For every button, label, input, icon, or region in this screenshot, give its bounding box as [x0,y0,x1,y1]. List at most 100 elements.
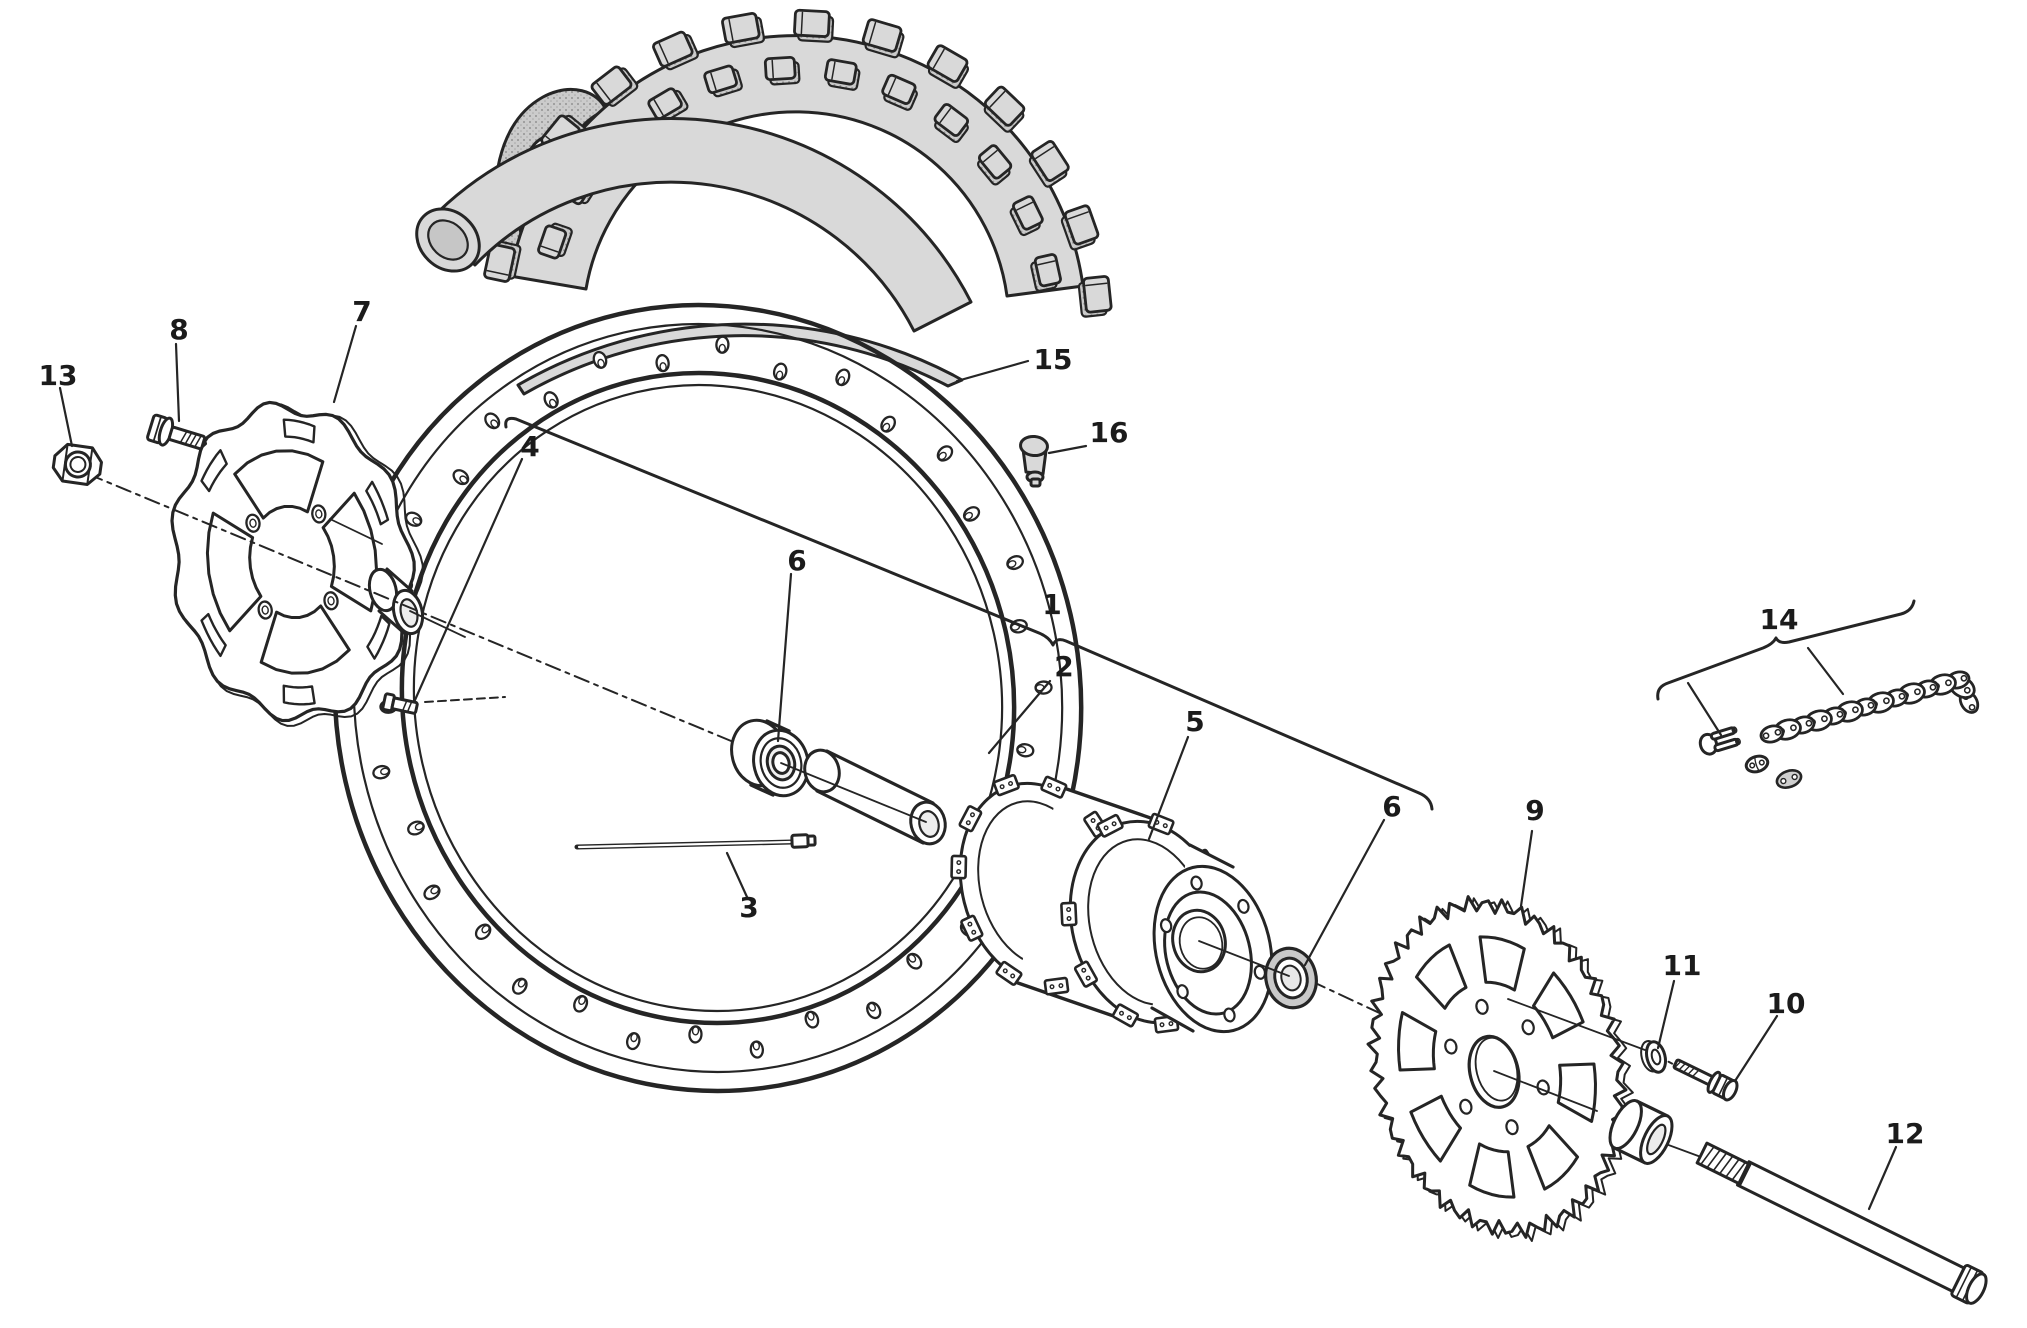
disc-bolt-hole [311,504,327,524]
sprocket-bolt-hole [1459,1098,1473,1115]
spacer-tube [803,748,947,846]
cutout [205,511,263,633]
callout-2: 2 [1054,650,1073,683]
ref-line [1493,1070,1598,1112]
hub-face-hole [1176,984,1189,1000]
tire-knob [1030,253,1062,292]
hub-seal [1264,946,1318,1010]
tube-body [427,117,973,333]
callout-6-right: 6 [1382,790,1401,823]
hub-face-hole [1190,875,1203,891]
bracket-wheel-assembly [504,416,1434,811]
rim-plug [1019,434,1049,488]
hub-face-hole [1223,1007,1236,1023]
disc-bolt-hole [257,600,273,620]
callout-11: 11 [1663,949,1702,982]
ref-line [409,610,466,638]
chain-master-link-plate [1775,769,1803,789]
center-axis [87,473,749,749]
callout-15: 15 [1034,343,1073,376]
tube-opening [427,219,469,261]
callout-1: 1 [1042,588,1061,621]
rear-axle [1695,1141,1988,1305]
cutout [282,684,316,706]
tire-knob [703,64,743,98]
hub-spoke-tab [960,914,984,942]
hub-spoke-tab [1111,1003,1140,1028]
ref-line [780,762,927,823]
hub-spoke-tab [950,854,968,880]
tire-knob [1009,195,1044,237]
sprocket-bolt-hole [1521,1019,1535,1036]
disc-bolt [146,413,208,451]
cutout [1409,1094,1463,1163]
axle-nut [51,442,103,486]
disc-bolt-hole [245,513,261,533]
hub-spoke-tab [1073,960,1099,988]
callout-9: 9 [1525,794,1544,827]
drive-chain [1759,670,1980,744]
ref-line [329,518,383,545]
hub-face-hole [1237,898,1250,914]
tire-knob [483,240,522,283]
leader-lines [58,324,1898,1211]
inner-tube [415,117,973,333]
tire [483,8,1113,318]
spoke-nipple [381,692,419,715]
cutout [1397,1011,1438,1072]
rim-band [516,322,964,396]
callouts: 1 2 3 4 5 6 6 7 8 9 10 11 12 13 14 15 16 [39,295,1925,1150]
tire-knob [926,44,970,89]
tire-knob [881,73,918,111]
hub [950,773,1274,1034]
cutout [1526,1124,1580,1191]
wheel-bearing [730,718,810,798]
cutout [282,418,316,444]
chain-master-link-pins [1698,726,1741,756]
hub-spoke-tab [995,960,1023,986]
tire-knob [823,58,861,91]
cutout [259,604,351,675]
ref-line [1198,940,1290,977]
cutout [1468,1142,1516,1199]
chain-link [1759,724,1785,744]
sprocket-bolt-hole [1444,1038,1458,1055]
brake-disc [170,400,424,727]
tire-knob [1028,140,1070,188]
callout-7: 7 [352,295,371,328]
hub-spoke-tab [958,805,983,833]
sprocket-bolt [1672,1058,1739,1102]
tire-knob [647,87,689,123]
callout-6-left: 6 [787,544,806,577]
tire-knob [933,103,969,144]
sprocket-bolt-hole [1505,1119,1519,1136]
tire-knob [652,30,699,71]
callout-14: 14 [1760,603,1799,636]
cutout [200,449,228,493]
nipple-guide-line [424,696,506,703]
cutout [233,449,325,520]
disc-bolt-hole [323,591,339,611]
callout-8: 8 [169,313,188,346]
chain-master-link-clip [1744,754,1770,774]
hub-spoke-tab [1040,775,1068,799]
cutout [1478,935,1526,992]
tire-knob [1060,204,1100,251]
tire-knob [1077,275,1113,318]
disc-outline [170,400,416,723]
tire-knob [537,222,573,260]
bracket-chain-kit [1656,599,1916,701]
spoke-nipple-end [790,833,817,849]
cutout [366,614,391,660]
callout-16: 16 [1090,416,1129,449]
hub-spoke-tab [1043,976,1070,996]
washer [1640,1040,1668,1074]
hub-spoke-tab [1096,813,1124,838]
sprocket-bolt-hole [1475,998,1489,1015]
tire-knob [721,11,766,49]
axle-bushing [1608,1099,1674,1165]
tire-knob [763,55,801,86]
cutout [1414,943,1468,1010]
